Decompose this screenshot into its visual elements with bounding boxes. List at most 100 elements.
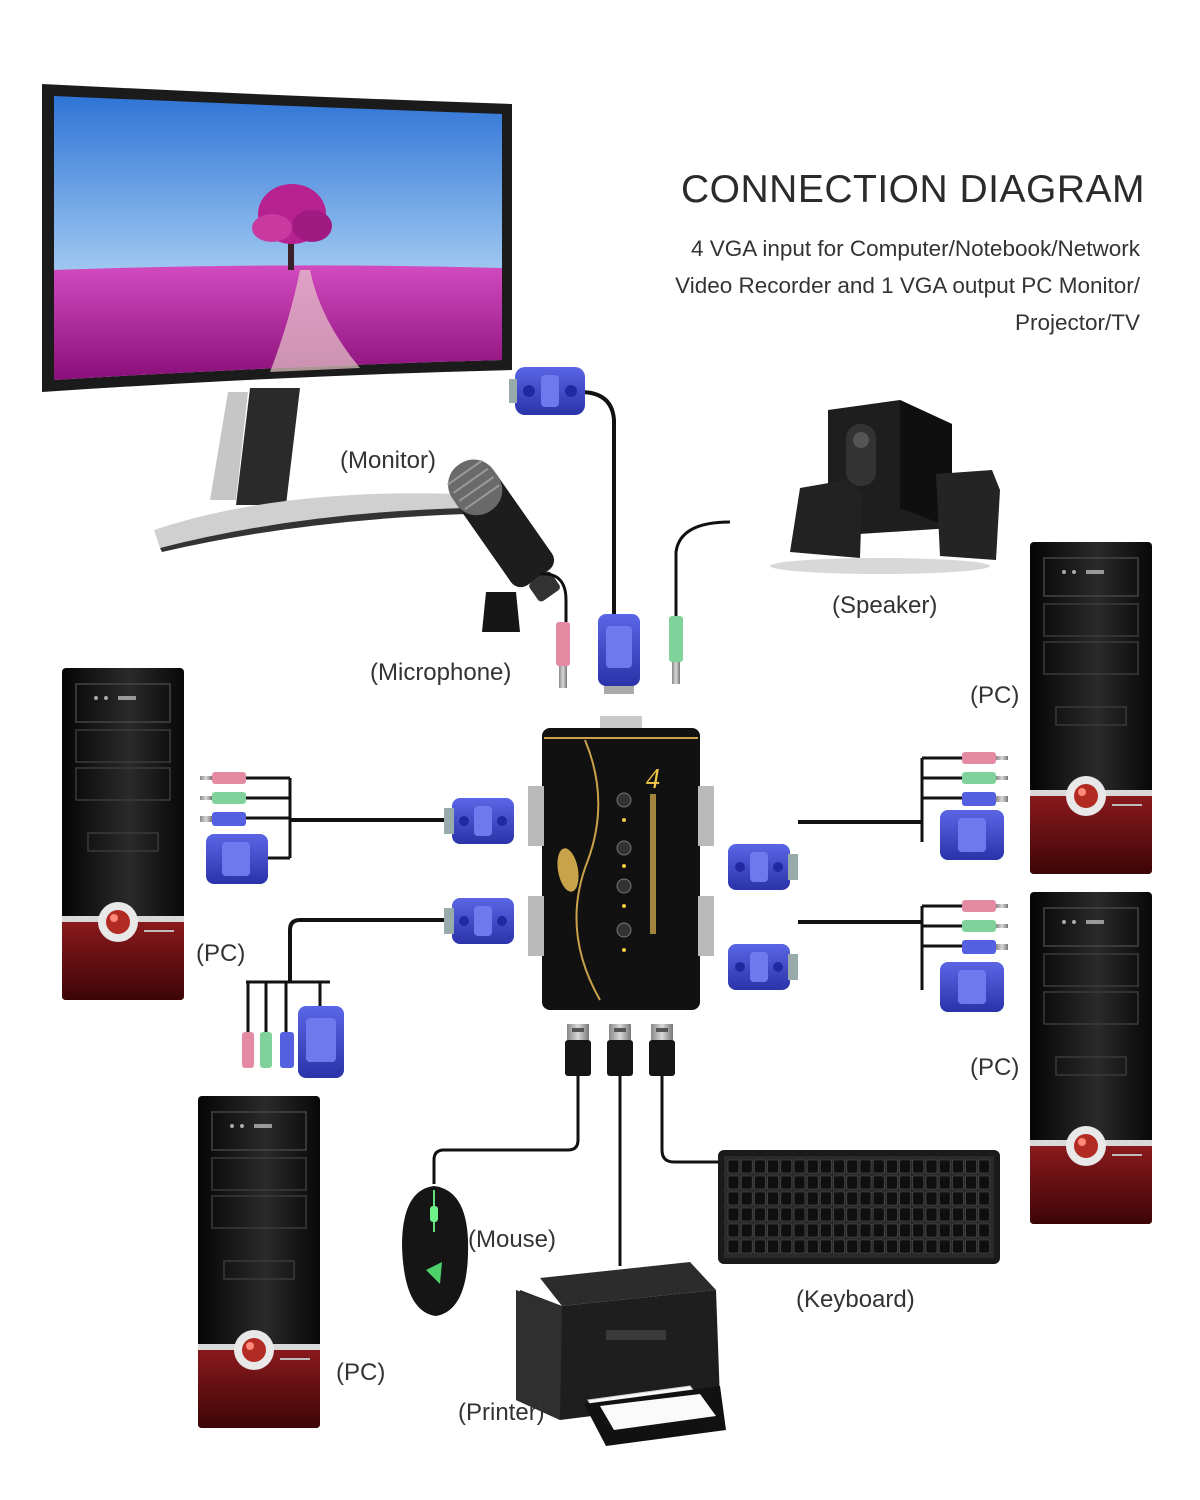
keyboard-key	[938, 1159, 951, 1174]
keyboard-key	[899, 1159, 911, 1174]
keyboard-key	[740, 1207, 753, 1222]
pc-tower-top-right	[1029, 541, 1153, 875]
keyboard-key	[952, 1191, 964, 1206]
keyboard-key	[925, 1159, 938, 1174]
kvm-switch: 4	[528, 716, 714, 1010]
subtitle-line: Video Recorder and 1 VGA output PC Monit…	[675, 273, 1140, 298]
keyboard-key	[952, 1239, 964, 1254]
keyboard-key	[740, 1159, 753, 1174]
keyboard-key	[767, 1207, 779, 1222]
keyboard-key	[767, 1223, 779, 1238]
keyboard-key	[754, 1159, 766, 1174]
keyboard-key	[793, 1191, 806, 1206]
usb-plug-keyboard	[649, 1024, 675, 1076]
vga-plug-right-bottom	[728, 944, 798, 990]
keyboard-key	[727, 1159, 740, 1174]
keyboard-key	[833, 1223, 845, 1238]
keyboard-key	[740, 1223, 753, 1238]
pc-label-mid-right: (PC)	[970, 1054, 1020, 1081]
keyboard-label: (Keyboard)	[796, 1286, 915, 1313]
keyboard-key	[727, 1207, 740, 1222]
keyboard-key	[820, 1207, 832, 1222]
keyboard-key	[978, 1207, 991, 1222]
keyboard-key	[899, 1207, 911, 1222]
keyboard-key	[846, 1223, 859, 1238]
keyboard-key	[754, 1191, 766, 1206]
keyboard-key	[727, 1223, 740, 1238]
usb-plug-printer	[607, 1024, 633, 1076]
keyboard-key	[912, 1207, 925, 1222]
keyboard-key	[727, 1175, 740, 1190]
printer-label: (Printer)	[458, 1399, 545, 1426]
keyboard-key	[978, 1159, 991, 1174]
subtitle-line: 4 VGA input for Computer/Notebook/Networ…	[691, 236, 1140, 261]
keyboard-key	[820, 1175, 832, 1190]
keyboard-key	[938, 1239, 951, 1254]
keyboard-key	[767, 1159, 779, 1174]
keyboard-key	[952, 1175, 964, 1190]
switch-vga-out-plug	[598, 614, 640, 694]
keyboard-key	[912, 1191, 925, 1206]
keyboard-key	[938, 1223, 951, 1238]
keyboard-key	[965, 1223, 977, 1238]
keyboard-key	[886, 1191, 898, 1206]
keyboard-key	[952, 1159, 964, 1174]
keyboard-key	[899, 1239, 911, 1254]
right-bottom-pc-cable-bundle	[920, 900, 1008, 1012]
pc-tower-left	[61, 667, 185, 1001]
microphone-jack	[556, 622, 570, 688]
keyboard-key	[820, 1159, 832, 1174]
keyboard-key	[833, 1239, 845, 1254]
pc-label-top-right: (PC)	[970, 682, 1020, 709]
keyboard-key	[938, 1191, 951, 1206]
keyboard-key	[754, 1239, 766, 1254]
keyboard-key	[833, 1191, 845, 1206]
keyboard-key	[872, 1239, 885, 1254]
keyboard-key	[886, 1175, 898, 1190]
vga-plug-left-top	[444, 798, 514, 844]
keyboard-key	[978, 1223, 991, 1238]
pc-label-bottom-left: (PC)	[336, 1359, 386, 1386]
keyboard-key	[938, 1175, 951, 1190]
keyboard-key	[806, 1191, 819, 1206]
keyboard-key	[965, 1175, 977, 1190]
diagram-subtitle: 4 VGA input for Computer/Notebook/Networ…	[580, 230, 1140, 341]
keyboard-key	[806, 1159, 819, 1174]
keyboard-key	[978, 1175, 991, 1190]
keyboard-key	[965, 1239, 977, 1254]
speaker-jack	[669, 616, 683, 684]
keyboard-key	[833, 1175, 845, 1190]
keyboard-key	[740, 1175, 753, 1190]
keyboard-illustration	[718, 1150, 1000, 1264]
keyboard-key	[806, 1207, 819, 1222]
monitor-illustration	[42, 84, 512, 552]
keyboard-key	[820, 1191, 832, 1206]
vga-plug-right-top	[728, 844, 798, 890]
keyboard-key	[727, 1191, 740, 1206]
keyboard-key	[740, 1191, 753, 1206]
keyboard-key	[859, 1159, 872, 1174]
keyboard-key	[833, 1207, 845, 1222]
keyboard-key	[912, 1239, 925, 1254]
mouse-label: (Mouse)	[468, 1226, 557, 1253]
microphone-label: (Microphone)	[370, 659, 512, 686]
keyboard-key	[952, 1207, 964, 1222]
right-top-pc-cable-bundle	[920, 752, 1008, 860]
keyboard-key	[806, 1175, 819, 1190]
pc-label-left: (PC)	[196, 940, 246, 967]
mouse-illustration	[402, 1186, 469, 1316]
keyboard-key	[978, 1239, 991, 1254]
keyboard-key	[965, 1159, 977, 1174]
keyboard-key	[846, 1207, 859, 1222]
keyboard-key	[872, 1175, 885, 1190]
keyboard-key	[820, 1223, 832, 1238]
keyboard-key	[846, 1191, 859, 1206]
diagram-title: CONNECTION DIAGRAM	[680, 168, 1145, 211]
keyboard-key	[859, 1223, 872, 1238]
keyboard-key	[767, 1175, 779, 1190]
keyboard-key	[886, 1159, 898, 1174]
keyboard-key	[780, 1175, 793, 1190]
keyboard-key	[806, 1223, 819, 1238]
keyboard-key	[846, 1159, 859, 1174]
